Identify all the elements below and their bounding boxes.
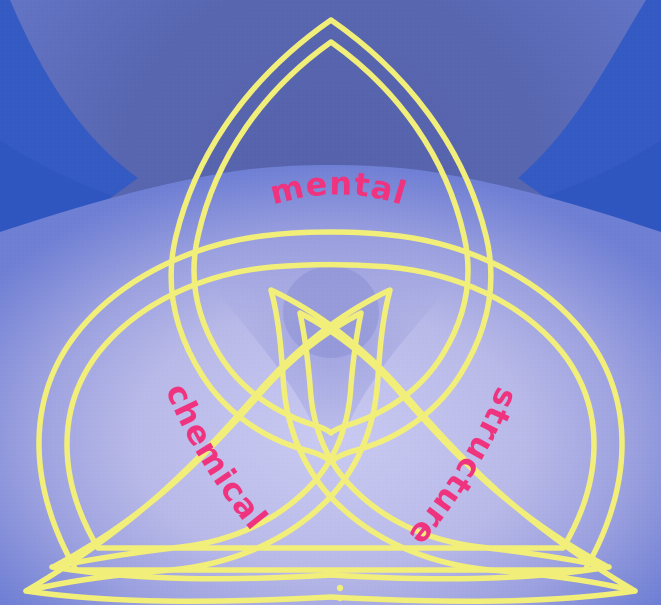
dot xyxy=(337,585,343,591)
dot xyxy=(337,595,343,601)
